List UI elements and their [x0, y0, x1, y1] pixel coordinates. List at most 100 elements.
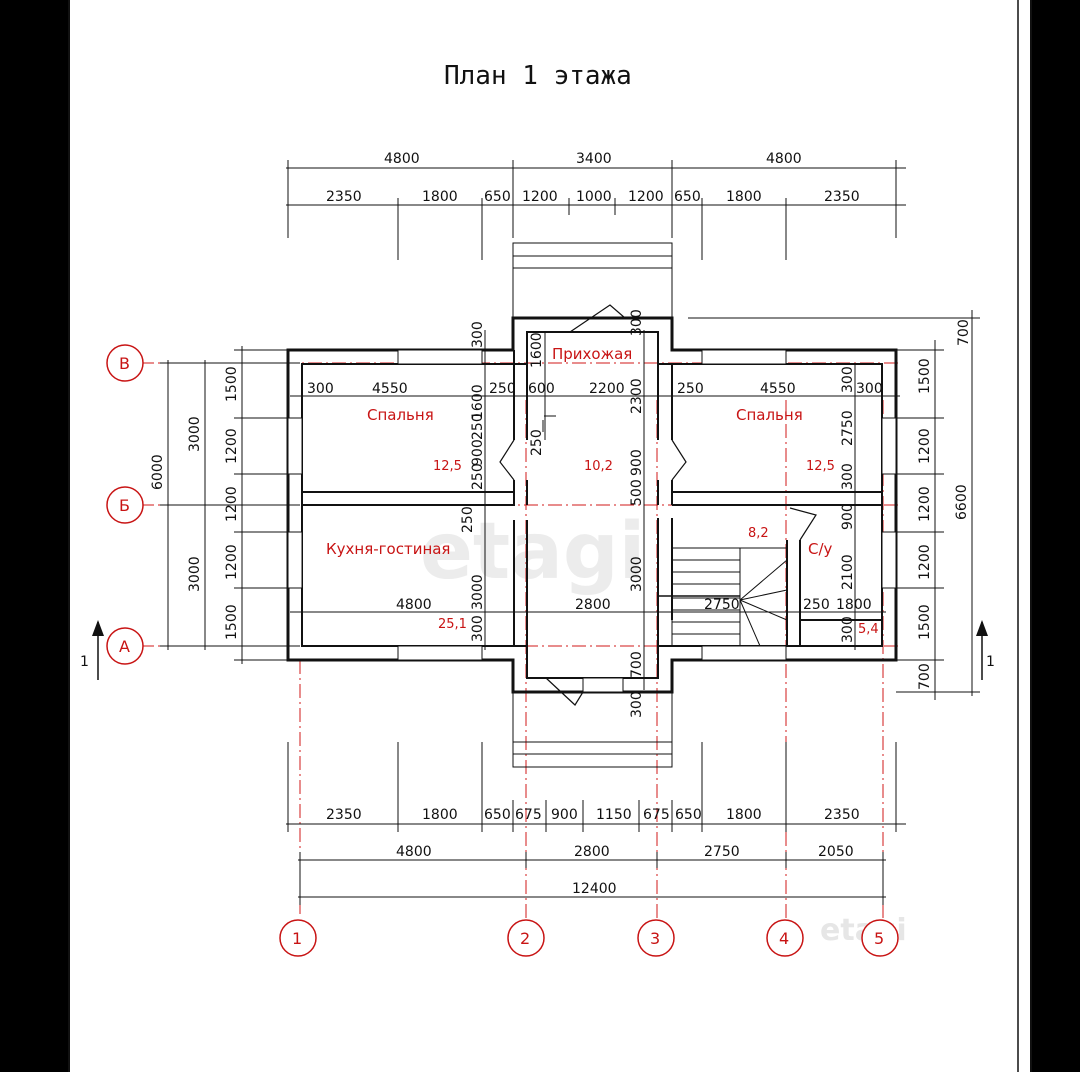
door	[499, 439, 515, 481]
dim-label: 900	[629, 449, 645, 476]
dim-label: 1150	[596, 807, 632, 823]
section-mark-left: 1	[80, 620, 104, 680]
dim-label: 2350	[326, 189, 362, 205]
dims-top-2: 2350 1800 650 1200 1000 1200 650 1800 23…	[326, 189, 860, 205]
dim-label: 250	[803, 597, 830, 613]
porches	[512, 242, 970, 768]
dim-lines-right	[896, 310, 980, 700]
dim-lines-top	[286, 160, 906, 260]
area-stair: 8,2	[748, 526, 769, 541]
area-hall: 10,2	[584, 459, 613, 474]
dim-label: 1600	[470, 384, 486, 420]
dim-label: 300	[840, 616, 856, 643]
axis-markers-horizontal: В Б А	[106, 344, 144, 665]
doors	[499, 304, 817, 706]
dim-label: 1800	[422, 189, 458, 205]
dim-label: 6000	[150, 454, 166, 490]
area-kitchen: 25,1	[438, 617, 467, 632]
dim-label: 2350	[326, 807, 362, 823]
axis-marker-label: Б	[119, 496, 130, 515]
axis-marker: 1	[279, 919, 317, 957]
dim-label: 1000	[576, 189, 612, 205]
dim-label: 300	[629, 309, 645, 336]
dim-label: 250	[489, 381, 516, 397]
area-bathroom: 5,4	[858, 622, 879, 637]
dim-label: 900	[470, 439, 486, 466]
dim-label: 1200	[917, 544, 933, 580]
dim-label: 300	[307, 381, 334, 397]
window	[287, 531, 303, 589]
dim-label: 250	[470, 463, 486, 490]
dim-label: 2750	[840, 410, 856, 446]
dim-label: 3000	[470, 574, 486, 610]
dim-label: 2350	[824, 807, 860, 823]
axis-marker-label: А	[119, 637, 130, 656]
dim-label: 4800	[396, 844, 432, 860]
window	[701, 645, 787, 661]
dims-right: 6600 700 1500 1200 1200 1200 1500 700	[917, 319, 972, 690]
room-label-hall: Прихожая	[552, 345, 632, 363]
watermark: etagi	[420, 507, 645, 597]
dim-label: 900	[551, 807, 578, 823]
dim-label: 2750	[704, 597, 740, 613]
dim-label: 1500	[917, 604, 933, 640]
dim-label: 250	[460, 506, 476, 533]
axis-marker-label: 4	[779, 929, 789, 948]
dim-label: 500	[629, 479, 645, 506]
dim-label: 1500	[224, 366, 240, 402]
dim-lines-left	[160, 346, 300, 664]
dim-label: 3000	[629, 556, 645, 592]
dim-label: 1200	[917, 428, 933, 464]
dim-label: 1200	[628, 189, 664, 205]
dims-bottom-2: 4800 2800 2750 2050	[396, 844, 854, 860]
dims-left: 6000 3000 3000 1500 1200 1200 1200 1500	[150, 366, 240, 640]
dim-label: 250	[529, 429, 545, 456]
section-mark-label: 1	[986, 654, 995, 670]
dim-label: 2800	[574, 844, 610, 860]
dims-interior: 300 4550 250 600 2200 250 4550 300 300 1…	[307, 309, 883, 718]
dim-label: 1600	[529, 332, 545, 368]
dim-label: 300	[840, 366, 856, 393]
dim-label: 4800	[384, 151, 420, 167]
dim-label: 2050	[818, 844, 854, 860]
section-mark-right: 1	[976, 620, 995, 680]
axis-marker: В	[106, 344, 144, 382]
axis-marker: 2	[507, 919, 545, 957]
sheet-frame	[68, 0, 1032, 1072]
area-bedroom-left: 12,5	[433, 459, 462, 474]
dim-label: 1200	[224, 486, 240, 522]
dim-label: 675	[643, 807, 670, 823]
axis-marker: 5	[861, 919, 899, 957]
dim-label: 3400	[576, 151, 612, 167]
door	[671, 439, 687, 481]
window	[582, 677, 624, 693]
room-label-bedroom-right: Спальня	[736, 406, 803, 424]
dims-top-1: 4800 3400 4800	[384, 151, 802, 167]
drawing-title: План 1 этажа	[444, 61, 632, 91]
entrance-door	[569, 304, 626, 333]
axis-marker: А	[106, 627, 144, 665]
door	[545, 677, 584, 706]
room-label-bedroom-left: Спальня	[367, 406, 434, 424]
windows	[287, 349, 897, 693]
dim-label: 650	[675, 807, 702, 823]
axis-marker-label: 5	[874, 929, 884, 948]
axis-marker: 3	[637, 919, 675, 957]
dim-label: 4800	[766, 151, 802, 167]
dim-lines-bottom	[286, 742, 906, 905]
dim-label: 700	[629, 651, 645, 678]
dim-lines-interior	[290, 330, 900, 690]
axis-marker-label: 3	[650, 929, 660, 948]
window	[881, 531, 897, 589]
dim-label: 1500	[917, 358, 933, 394]
stair	[658, 547, 788, 647]
dim-label: 300	[470, 321, 486, 348]
dim-label: 1800	[726, 189, 762, 205]
dim-label: 300	[856, 381, 883, 397]
dim-label: 250	[677, 381, 704, 397]
dim-label: 1200	[917, 486, 933, 522]
dim-label: 1800	[836, 597, 872, 613]
dim-label: 1200	[224, 544, 240, 580]
room-label-kitchen: Кухня-гостиная	[326, 540, 450, 558]
